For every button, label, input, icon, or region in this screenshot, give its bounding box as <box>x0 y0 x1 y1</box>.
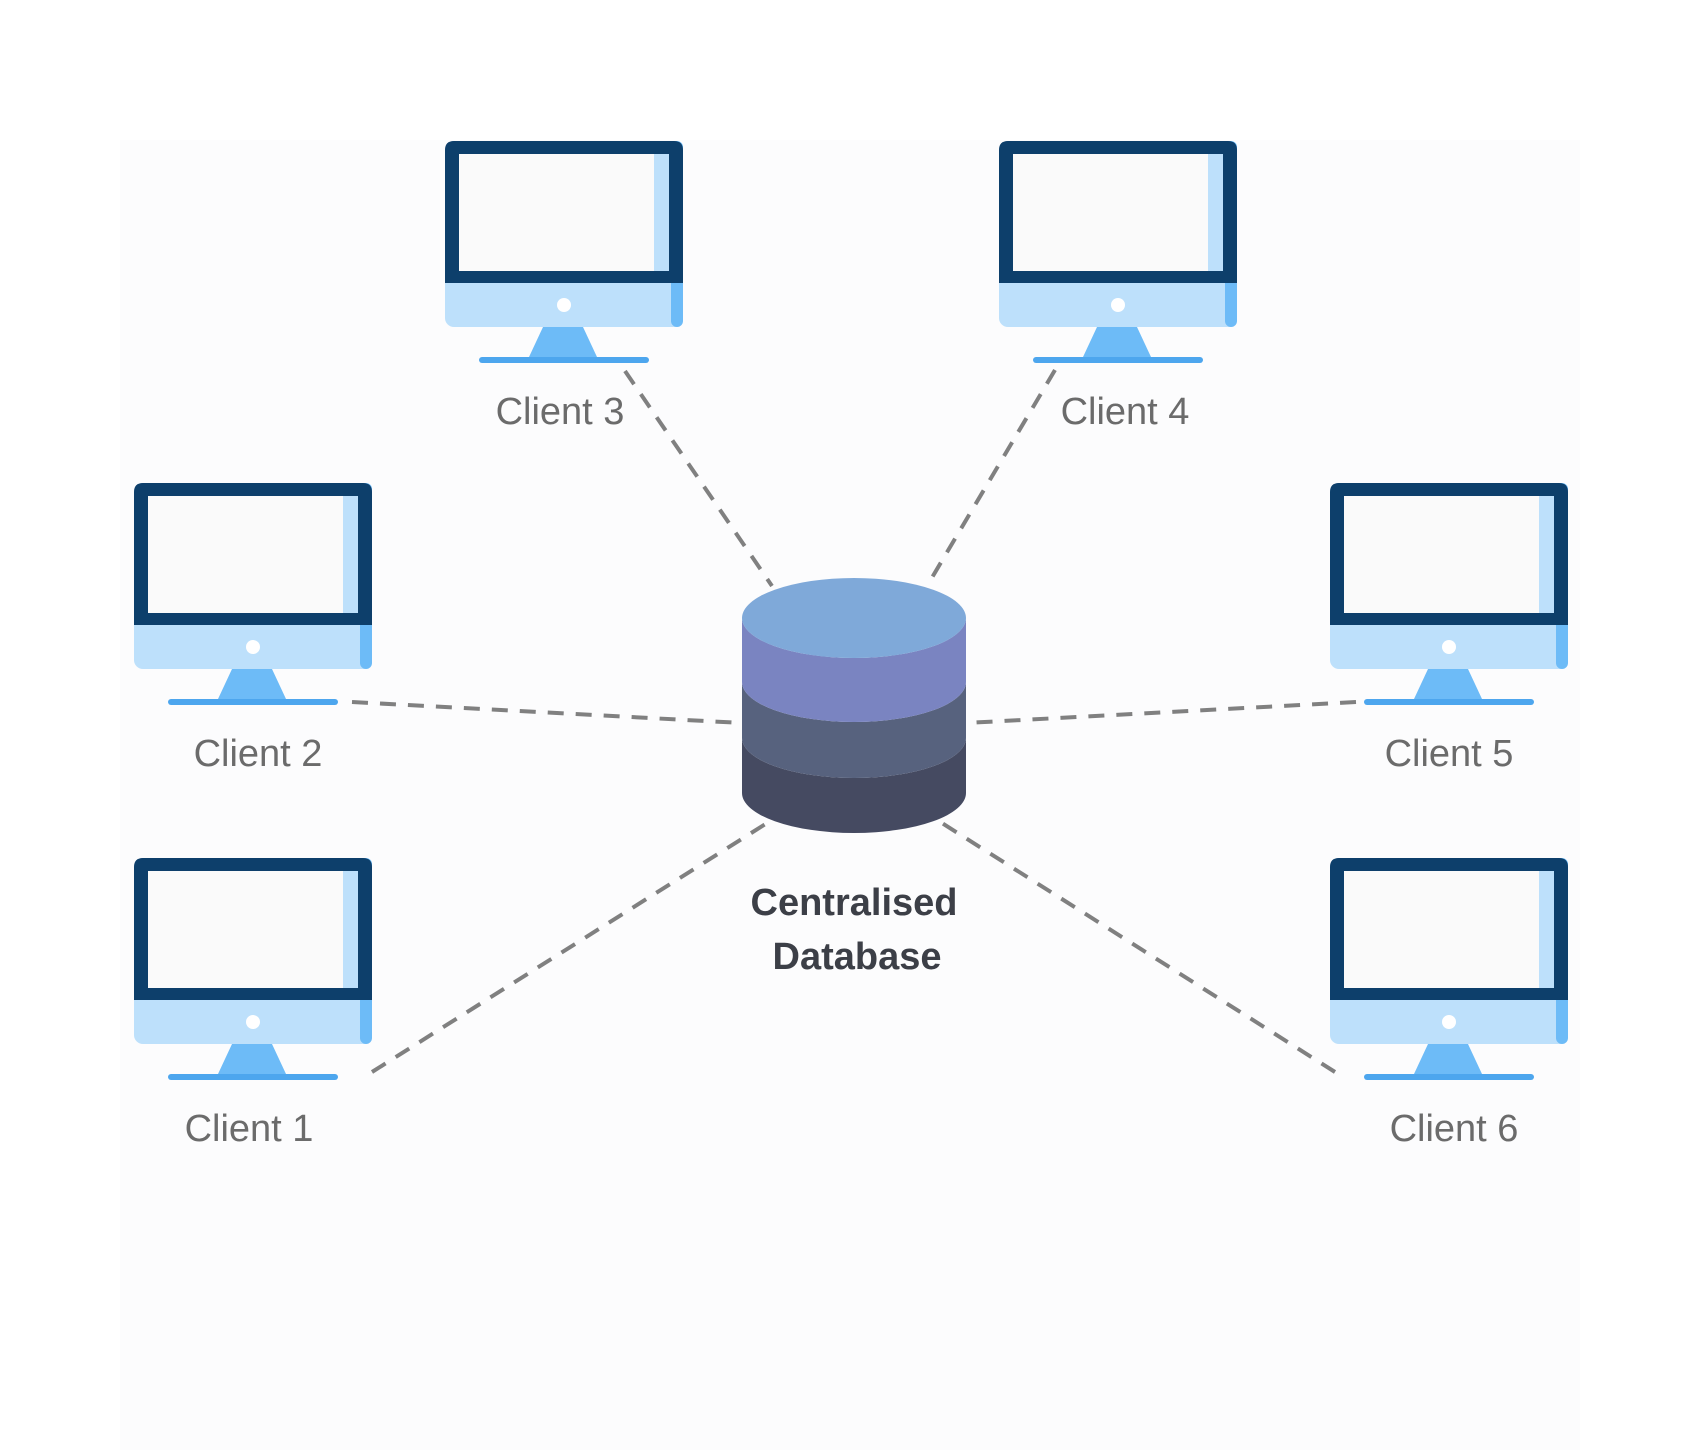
client-1-label: Client 1 <box>185 1108 314 1150</box>
database-label-line1: Centralised <box>751 882 958 924</box>
monitor-icon <box>1330 858 1568 1080</box>
database-icon <box>742 578 966 833</box>
connector-client-6 <box>932 816 1337 1074</box>
client-3-label: Client 3 <box>496 391 625 433</box>
database-label-line2: Database <box>773 936 942 978</box>
connector-client-2 <box>351 700 743 725</box>
monitor-icon <box>445 141 683 363</box>
client-4-label: Client 4 <box>1061 391 1190 433</box>
client-2-label: Client 2 <box>194 733 323 775</box>
client-3-node: Client 3 <box>445 141 683 433</box>
connector-client-1 <box>370 816 777 1074</box>
connector-client-3 <box>623 369 774 588</box>
connector-client-4 <box>925 368 1057 588</box>
client-1-node: Client 1 <box>134 858 372 1150</box>
database-node: Centralised Database <box>742 578 966 978</box>
monitor-icon <box>999 141 1237 363</box>
connector-client-5 <box>965 700 1357 725</box>
client-2-node: Client 2 <box>134 483 372 775</box>
client-6-label: Client 6 <box>1390 1108 1519 1150</box>
monitor-icon <box>134 858 372 1080</box>
monitor-icon <box>1330 483 1568 705</box>
client-5-label: Client 5 <box>1385 733 1514 775</box>
client-4-node: Client 4 <box>999 141 1237 433</box>
monitor-icon <box>134 483 372 705</box>
connectors <box>351 368 1357 1074</box>
client-5-node: Client 5 <box>1330 483 1568 775</box>
client-6-node: Client 6 <box>1330 858 1568 1150</box>
